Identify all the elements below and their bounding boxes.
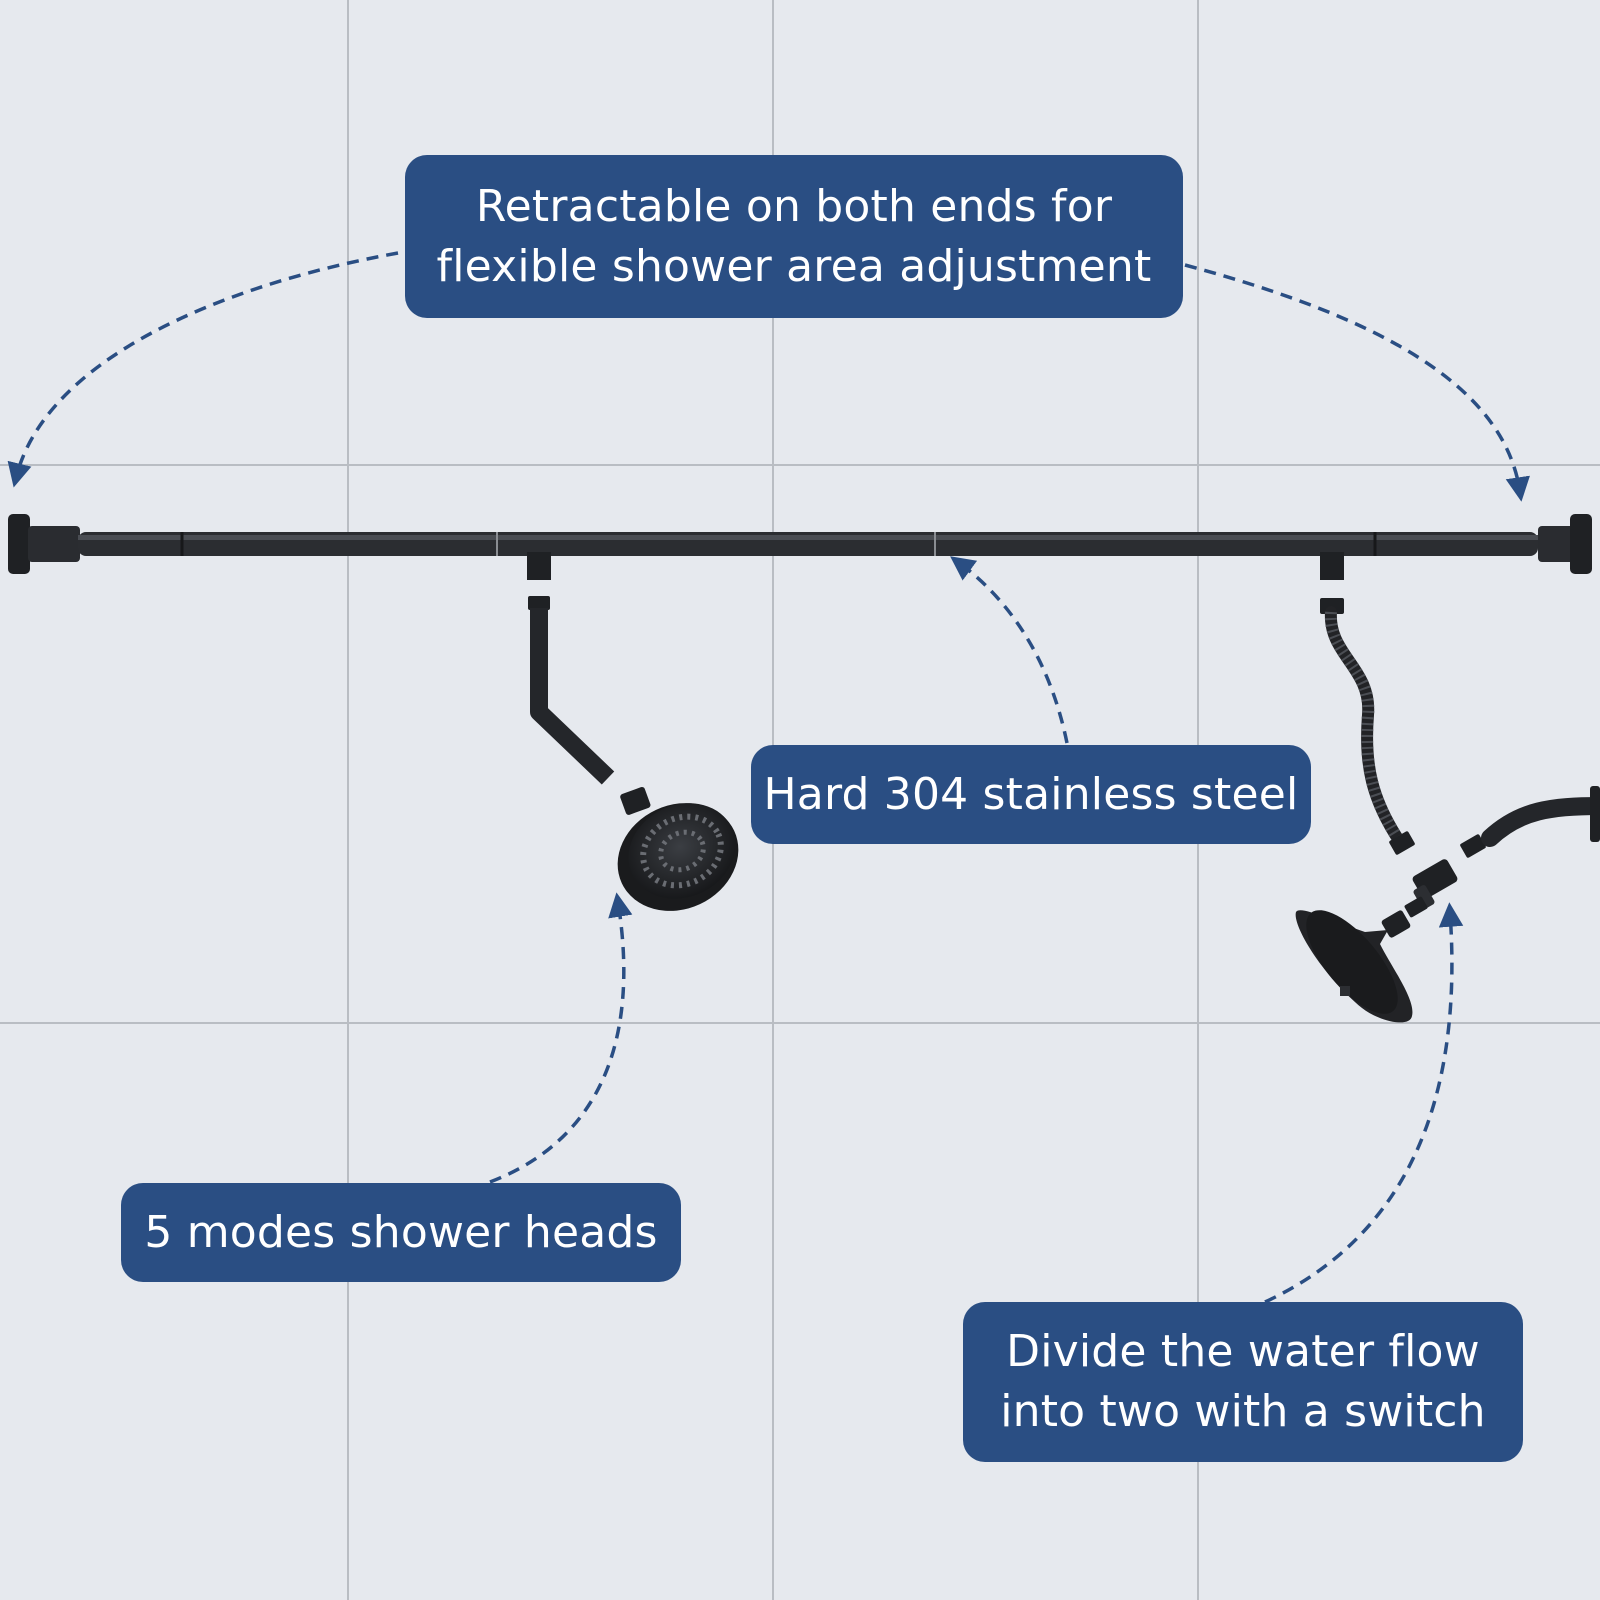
- left-head-connector: [620, 787, 651, 815]
- flared-shower-head-icon: [1295, 910, 1413, 1023]
- left-head-nozzles: [640, 813, 724, 889]
- right-head-nozzle: [1340, 986, 1350, 996]
- callout-retractable-line2: flexible shower area adjustment: [436, 240, 1152, 292]
- rod-right-collar: [1538, 526, 1574, 562]
- diverter-right-nut: [1460, 834, 1486, 858]
- arrow-steel: [950, 556, 1069, 744]
- callout-divide-flow-line2: into two with a switch: [1000, 1386, 1486, 1437]
- callout-stainless-steel: Hard 304 stainless steel: [751, 745, 1311, 844]
- arrow-shower-heads: [489, 892, 633, 1184]
- arrow-retractable-right: [1184, 263, 1530, 502]
- callout-divide-flow: Divide the water flow into two with a sw…: [963, 1302, 1523, 1462]
- wall-arm-pipe: [1481, 797, 1600, 847]
- hose-bottom-nut: [1389, 831, 1415, 855]
- left-arm-pipe: [530, 608, 615, 785]
- rod-left-collar: [28, 526, 80, 562]
- right-head-face: [1306, 910, 1398, 1014]
- rod-tee-left: [527, 552, 551, 580]
- callout-shower-heads-text: 5 modes shower heads: [144, 1206, 658, 1258]
- left-head-inner-nozzles: [658, 829, 706, 873]
- callout-stainless-steel-text: Hard 304 stainless steel: [763, 768, 1299, 820]
- left-arm-nut: [528, 596, 550, 610]
- callout-divide-flow-line1: Divide the water flow: [1006, 1326, 1480, 1377]
- rod-left-end-cap: [8, 514, 30, 574]
- callout-shower-heads: 5 modes shower heads: [121, 1183, 681, 1282]
- callout-retractable: Retractable on both ends for flexible sh…: [405, 155, 1183, 318]
- rod-highlight: [78, 535, 1538, 540]
- diverter-bottom-nut: [1404, 896, 1428, 918]
- right-wall-arm: [1481, 786, 1600, 847]
- left-head-face: [628, 803, 736, 899]
- callout-retractable-line1: Retractable on both ends for: [475, 180, 1113, 232]
- rod-tee-right: [1320, 552, 1344, 580]
- annotation-arrows: [7, 251, 1530, 1304]
- wall-arm-flange: [1590, 786, 1600, 842]
- arrow-divide: [1264, 902, 1464, 1304]
- left-shower-arm: [528, 596, 615, 785]
- round-shower-head-icon: [617, 787, 739, 911]
- hose-body: [1324, 606, 1406, 848]
- diverter-switch: [1413, 885, 1435, 909]
- diverter-valve-icon: [1404, 834, 1486, 918]
- flexible-hose-icon: [1320, 598, 1415, 855]
- rod-right-end-cap: [1570, 514, 1592, 574]
- arrow-retractable-left: [7, 251, 399, 488]
- rod-icon: [8, 514, 1592, 580]
- right-head-connector: [1381, 910, 1411, 938]
